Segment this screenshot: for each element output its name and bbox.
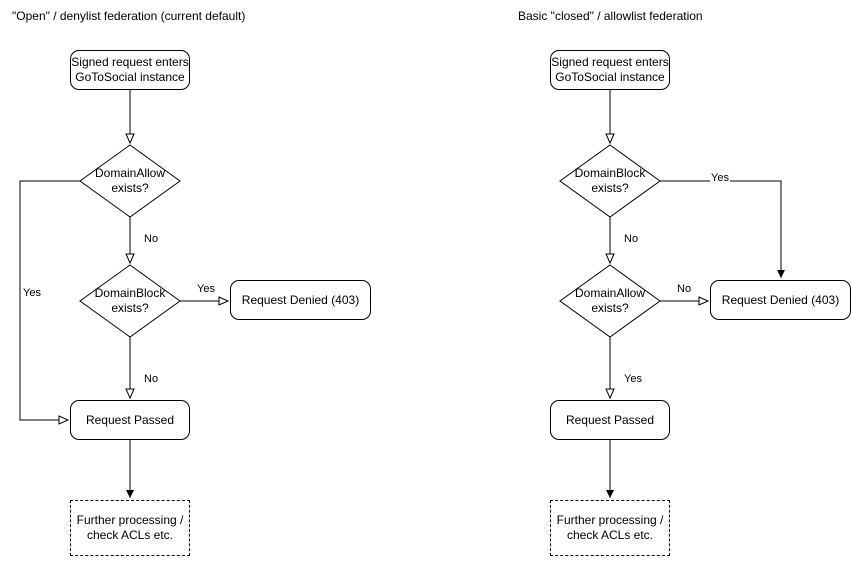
edge-right-block-yes-to-denied bbox=[660, 180, 785, 278]
edge-left-allow-yes-to-passed bbox=[19, 180, 80, 425]
node-left-signed-request-enters[interactable]: Signed request enters GoToSocial instanc… bbox=[70, 50, 190, 90]
node-right-further-processing[interactable]: Further processing / check ACLs etc. bbox=[550, 500, 670, 556]
node-right-signed-request-enters[interactable]: Signed request enters GoToSocial instanc… bbox=[550, 50, 670, 90]
node-right-request-passed[interactable]: Request Passed bbox=[550, 400, 670, 440]
edge-label-left-allow-no: No bbox=[143, 233, 160, 246]
node-right-request-denied[interactable]: Request Denied (403) bbox=[710, 280, 851, 320]
diamond-shape-right-domainallow bbox=[559, 264, 661, 338]
panel-title-right: Basic "closed" / allowlist federation bbox=[518, 9, 703, 23]
node-left-request-denied[interactable]: Request Denied (403) bbox=[230, 280, 371, 320]
node-left-request-passed[interactable]: Request Passed bbox=[70, 400, 190, 440]
edge-label-right-block-no: No bbox=[623, 233, 640, 246]
diamond-shape-left-domainblock bbox=[79, 264, 181, 338]
edge-label-right-allow-yes: Yes bbox=[623, 373, 643, 386]
diamond-shape-right-domainblock bbox=[559, 144, 661, 218]
node-left-further-processing[interactable]: Further processing / check ACLs etc. bbox=[70, 500, 190, 556]
edge-label-left-allow-yes: Yes bbox=[22, 287, 42, 300]
panel-title-left: "Open" / denylist federation (current de… bbox=[12, 9, 246, 23]
edge-label-right-block-yes: Yes bbox=[710, 172, 730, 185]
diamond-shape-left-domainallow bbox=[79, 144, 181, 218]
edge-label-right-allow-no: No bbox=[676, 283, 693, 296]
edge-label-left-block-no: No bbox=[143, 373, 160, 386]
edge-label-left-block-yes: Yes bbox=[196, 283, 216, 296]
